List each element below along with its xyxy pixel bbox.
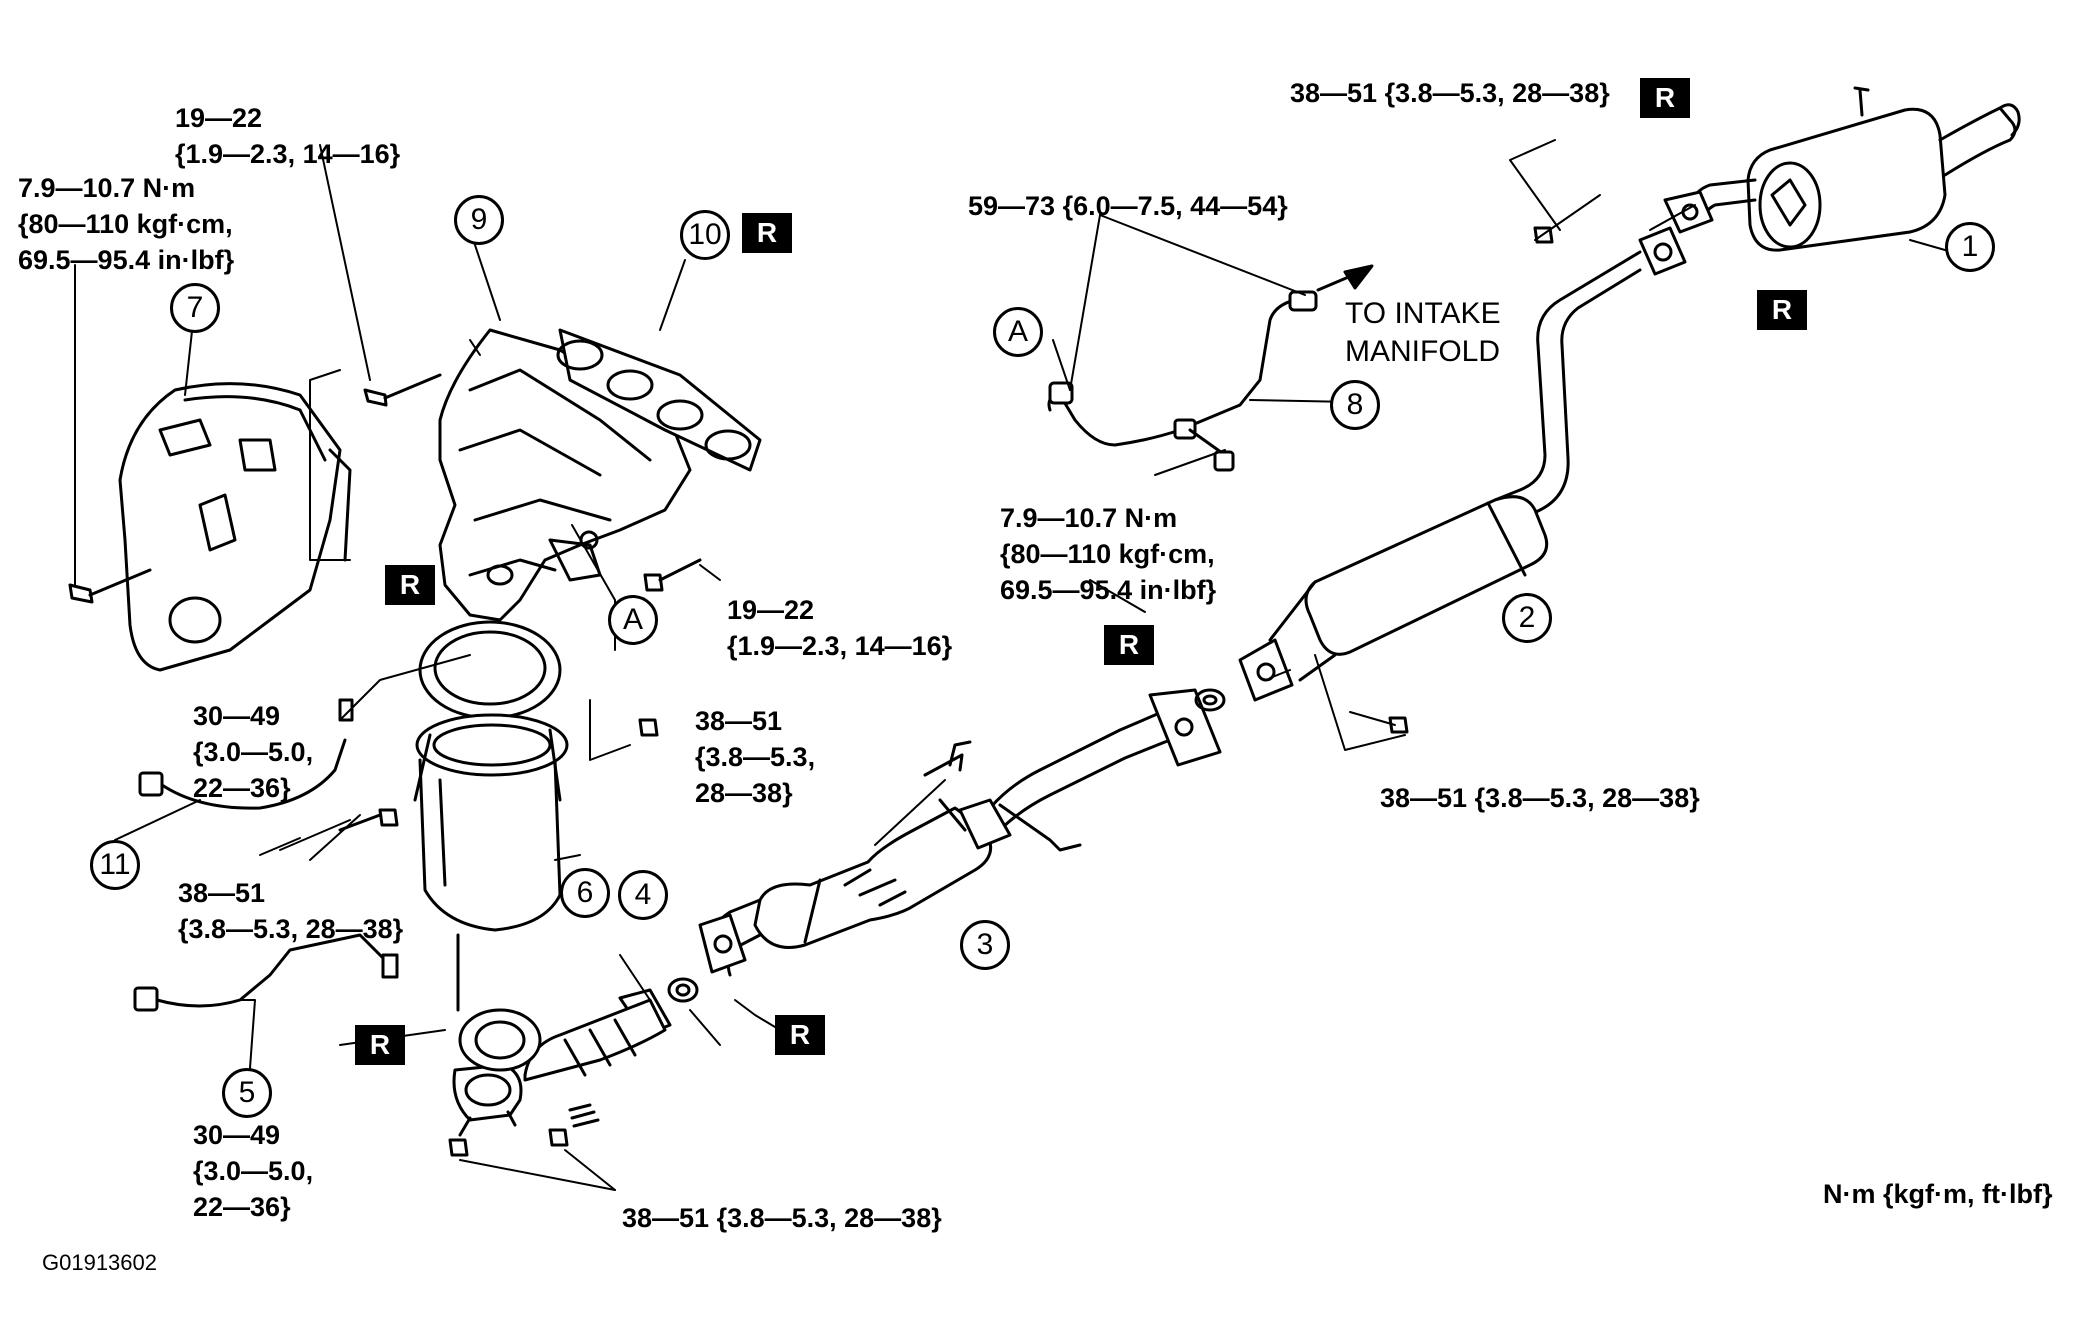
front-pipe: [452, 988, 672, 1137]
callout-10: 10: [680, 210, 730, 260]
replace-tag-front-gasket: R: [775, 1015, 825, 1055]
ref-marker-a-manifold: A: [608, 595, 658, 645]
gaskets: [667, 688, 1226, 1003]
oxygen-sensors: [133, 698, 399, 1012]
catalytic-converter-pipe: [698, 688, 1222, 977]
torque-middle-pipe-nut: 38—51 {3.8—5.3, 28—38}: [1380, 783, 1700, 813]
torque-vacuum-bracket: 7.9—10.7 N·m {80—110 kgf·cm, 69.5—95.4 i…: [1000, 503, 1217, 605]
callout-3: 3: [960, 920, 1010, 970]
fasteners: [68, 226, 1554, 1157]
callout-2: 2: [1502, 593, 1552, 643]
callout-5: 5: [222, 1068, 272, 1118]
torque-front-pipe-nuts: 38—51 {3.8—5.3, 28—38}: [622, 1203, 942, 1233]
torque-manifold-bracket: 19—22 {1.9—2.3, 14—16}: [727, 595, 953, 661]
callout-7: 7: [170, 283, 220, 333]
heat-shield: [118, 382, 352, 672]
middle-pipe: [1238, 226, 1687, 702]
intake-manifold-note: TO INTAKE MANIFOLD: [1345, 297, 1501, 368]
callout-4: 4: [618, 870, 668, 920]
torque-manifold-nut: 38—51 {3.8—5.3, 28—38}: [695, 706, 816, 808]
torque-manifold-stud: 19—22 {1.9—2.3, 14—16}: [175, 103, 401, 169]
torque-front-o2-sensor: 30—49 {3.0—5.0, 22—36}: [193, 701, 314, 803]
callout-11: 11: [90, 840, 140, 890]
torque-muffler-nut: 38—51 {3.8—5.3, 28—38}: [1290, 78, 1610, 108]
ref-marker-a-vacuum: A: [993, 307, 1043, 357]
callout-9: 9: [454, 195, 504, 245]
pre-converter: [413, 620, 569, 1072]
replace-tag-middle-gasket: R: [1104, 625, 1154, 665]
units-note: N·m {kgf·m, ft·lbf}: [1823, 1179, 2053, 1209]
replace-tag-manifold-gasket: R: [742, 213, 792, 253]
torque-heat-shield-bolt: 7.9—10.7 N·m {80—110 kgf·cm, 69.5—95.4 i…: [18, 173, 235, 275]
callout-8: 8: [1330, 380, 1380, 430]
torque-converter-bracket: 38—51 {3.8—5.3, 28—38}: [178, 878, 404, 944]
exhaust-manifold: [438, 328, 762, 622]
replace-tag-muffler-nut: R: [1640, 78, 1690, 118]
callout-1: 1: [1945, 222, 1995, 272]
replace-tag-pipe-gasket: R: [355, 1025, 405, 1065]
muffler: [1663, 86, 2021, 252]
vacuum-pipe: [1047, 264, 1374, 472]
replace-tag-muffler-gasket: R: [1757, 290, 1807, 330]
diagram-code: G01913602: [42, 1250, 157, 1275]
torque-vacuum-fitting: 59—73 {6.0—7.5, 44—54}: [968, 191, 1288, 221]
callout-6: 6: [560, 868, 610, 918]
torque-rear-o2-sensor: 30—49 {3.0—5.0, 22—36}: [193, 1120, 314, 1222]
replace-tag-converter-gasket: R: [385, 565, 435, 605]
